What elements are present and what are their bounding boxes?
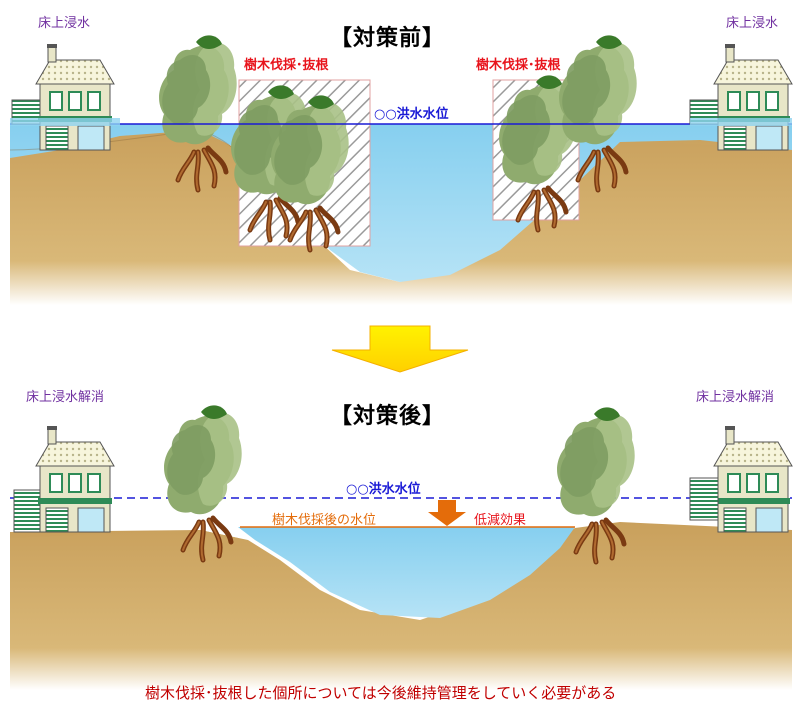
flood-resolved-label-right: 床上浸水解消 — [696, 390, 775, 405]
water-level-label-before: ○○洪水水位 — [374, 107, 449, 122]
reduction-arrow — [428, 500, 466, 526]
effect-label: 低減効果 — [474, 513, 527, 528]
down-arrow — [331, 325, 469, 373]
after-level-label: 樹木伐採後の水位 — [272, 513, 377, 528]
house-icon — [13, 425, 115, 533]
flood-label-before-left: 床上浸水 — [38, 16, 91, 31]
house-icon — [689, 425, 793, 533]
title-before: 【対策前】 — [330, 26, 446, 51]
footnote: 樹木伐採･抜根した個所については今後維持管理をしていく必要がある — [145, 684, 617, 702]
cut-label-left: 樹木伐採･抜根 — [244, 58, 329, 73]
house-icon — [10, 43, 120, 151]
cut-label-right: 樹木伐採･抜根 — [476, 58, 561, 73]
house-icon — [689, 43, 793, 151]
title-after: 【対策後】 — [330, 404, 446, 429]
flood-label-before-right: 床上浸水 — [726, 16, 779, 31]
flood-resolved-label-left: 床上浸水解消 — [26, 390, 105, 405]
water-after — [238, 527, 575, 618]
water-level-label-after: ○○洪水水位 — [346, 482, 421, 497]
